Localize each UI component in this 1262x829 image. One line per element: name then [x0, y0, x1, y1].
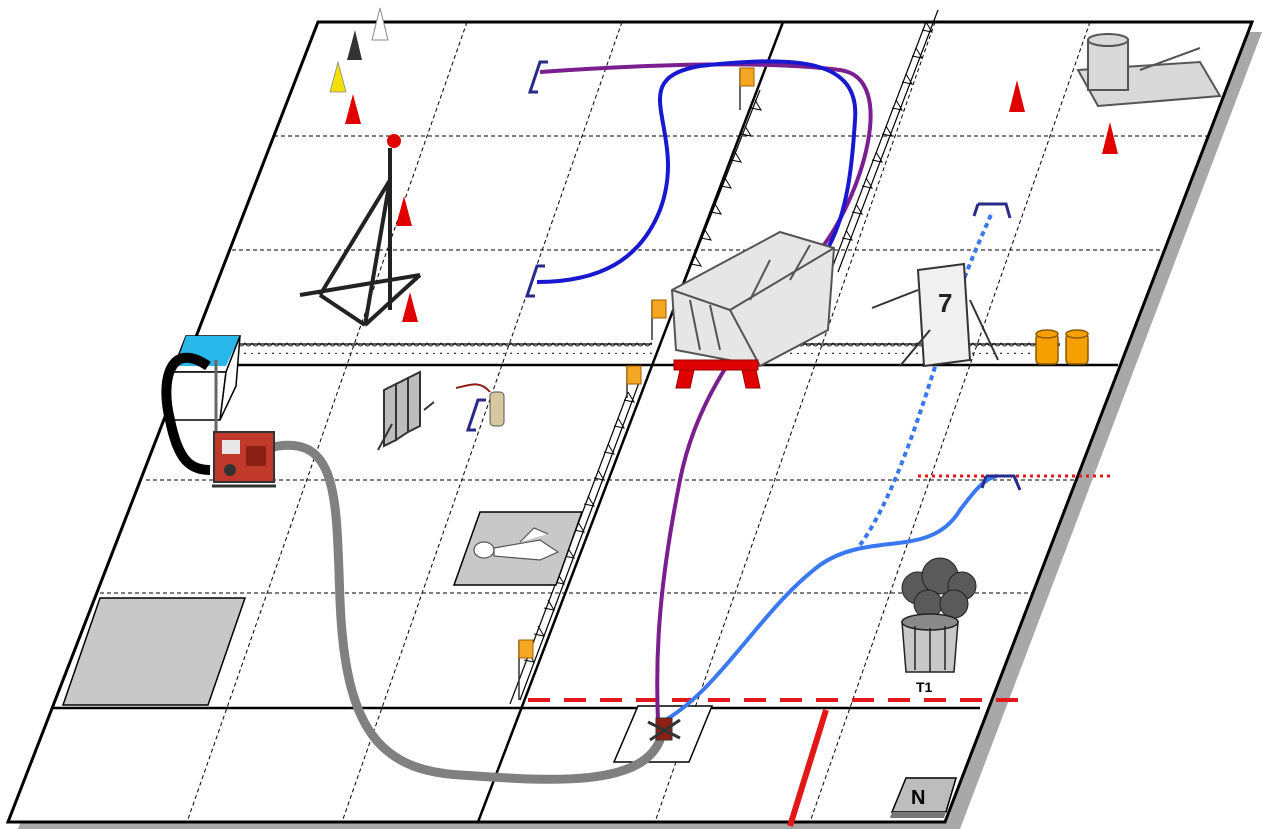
svg-text:7: 7 — [938, 288, 952, 318]
north-label: N — [911, 787, 925, 809]
barrel-icon — [902, 614, 958, 672]
target-label: T1 — [916, 679, 933, 695]
pump-icon — [212, 432, 276, 486]
